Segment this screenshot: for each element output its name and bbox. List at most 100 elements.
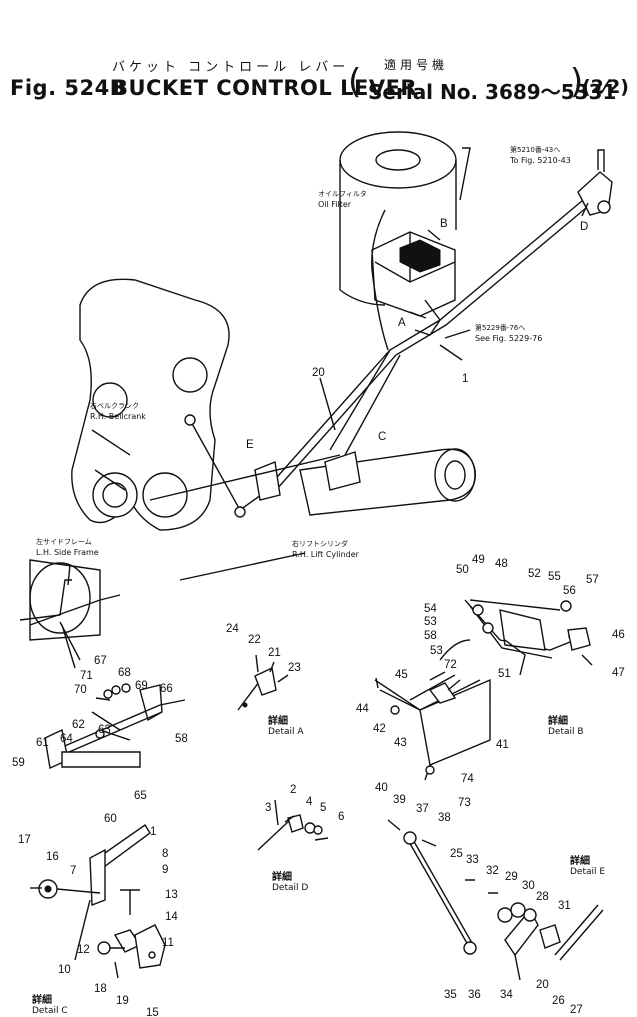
part-number: 62 (72, 719, 85, 731)
rh-lift-cylinder-label: R.H. Lift Cylinder (292, 550, 360, 559)
part-number: 66 (160, 683, 173, 695)
part-number: 55 (548, 571, 561, 583)
part-number: 46 (612, 629, 625, 641)
letter-d: D (580, 221, 588, 233)
detail-e-drawing (387, 819, 604, 981)
part-number: 1 (150, 826, 156, 838)
rh-lift-cylinder-jp: 右リフトシリンダ (292, 539, 348, 548)
part-number: 53 (424, 616, 437, 628)
part-number: 34 (500, 989, 513, 1001)
part-numbers: 20 1 1 8 9 17 16 7 13 14 11 10 12 18 19 … (12, 367, 625, 1017)
part-number: 59 (12, 757, 25, 769)
part-number: 35 (444, 989, 457, 1001)
part-number: 43 (394, 737, 407, 749)
part-number: 73 (458, 797, 471, 809)
part-number: 20 (536, 979, 549, 991)
part-number: 9 (162, 864, 168, 876)
part-number: 57 (586, 574, 599, 586)
part-number: 41 (496, 739, 509, 751)
part-number: 61 (36, 737, 49, 749)
part-number: 39 (393, 794, 406, 806)
part-number: 12 (77, 944, 90, 956)
part-number: 11 (162, 937, 174, 949)
lh-side-frame-jp: 左サイドフレーム (36, 537, 92, 546)
detail-c-label: Detail C (32, 1006, 68, 1016)
linkage-rods (184, 149, 613, 518)
valve-block-drawing (371, 209, 456, 351)
view-letters: B A D C E (246, 218, 588, 451)
part-number: 63 (98, 724, 111, 736)
letter-a: A (398, 317, 406, 329)
part-number: 14 (165, 911, 178, 923)
part-number: 26 (552, 995, 565, 1007)
open-paren: ( (348, 62, 362, 102)
detail-b-drawing (374, 599, 593, 781)
lh-side-frame-label: L.H. Side Frame (36, 548, 99, 557)
detail-d-jp: 詳細 (272, 870, 292, 883)
part-number: 52 (528, 568, 541, 580)
to-fig-5210-jp: 第5210番-43へ (510, 145, 560, 154)
part-number: 48 (495, 558, 508, 570)
part-number: 28 (536, 891, 549, 903)
part-number: 38 (438, 812, 451, 824)
part-number: 1 (462, 373, 468, 385)
part-number: 69 (135, 680, 148, 692)
figure-number: Fig. 524B (10, 76, 127, 100)
part-number: 27 (570, 1004, 583, 1016)
close-paren: ) (570, 62, 584, 102)
part-number: 51 (498, 668, 511, 680)
to-fig-5210: To Fig. 5210-43 (509, 156, 571, 165)
detail-e-jp: 詳細 (570, 854, 590, 867)
part-number: 24 (226, 623, 239, 635)
serial-range: Serial No. 3689～5331 (368, 80, 617, 104)
part-number: 4 (306, 796, 313, 808)
lever-detail-c-upper (44, 683, 186, 770)
letter-e: E (246, 439, 254, 451)
part-number: 45 (395, 669, 408, 681)
part-number: 21 (268, 647, 281, 659)
part-number: 53 (430, 645, 443, 657)
part-number: 18 (94, 983, 107, 995)
detail-b-jp: 詳細 (548, 714, 568, 727)
part-number: 15 (146, 1007, 159, 1017)
detail-c-jp: 詳細 (32, 993, 52, 1006)
part-number: 49 (472, 554, 485, 566)
part-number: 19 (116, 995, 129, 1007)
part-number: 60 (104, 813, 117, 825)
reference-callouts: 第5210番-43へ To Fig. 5210-43 第5229番-76へ Se… (36, 145, 571, 559)
letter-b: B (440, 218, 448, 230)
oil-filter-label: Oil Filter (318, 200, 352, 209)
part-number: 6 (338, 811, 344, 823)
part-number: 8 (162, 848, 168, 860)
part-number: 10 (58, 964, 71, 976)
page-title: BUCKET CONTROL LEVER (112, 76, 418, 100)
part-number: 56 (563, 585, 576, 597)
side-frame-drawing (19, 559, 121, 669)
part-number: 36 (468, 989, 481, 1001)
see-fig-5229-jp: 第5229番-76へ (475, 323, 525, 332)
rh-bellcrank-label: R.H. Bellcrank (90, 412, 146, 421)
leader-lines-main (149, 147, 471, 581)
part-number: 37 (416, 803, 429, 815)
part-number: 58 (424, 630, 437, 642)
part-number: 29 (505, 871, 518, 883)
part-number: 2 (290, 784, 296, 796)
part-number: 44 (356, 703, 369, 715)
detail-e-label: Detail E (570, 867, 605, 877)
part-number: 65 (134, 790, 147, 802)
part-number: 54 (424, 603, 437, 615)
part-number: 33 (466, 854, 479, 866)
oil-filter-drawing (339, 131, 457, 306)
part-number: 32 (486, 865, 499, 877)
part-number: 47 (612, 667, 625, 679)
part-number: 74 (461, 773, 474, 785)
detail-d-label: Detail D (272, 883, 308, 893)
serial-japanese: 適用号機 (384, 58, 449, 72)
part-number: 25 (450, 848, 463, 860)
part-number: 71 (80, 670, 93, 682)
part-number: 67 (94, 655, 107, 667)
oil-filter-jp: オイルフィルタ (318, 189, 367, 198)
part-number: 50 (456, 564, 469, 576)
page-indicator: (2⁄2) (582, 76, 629, 98)
